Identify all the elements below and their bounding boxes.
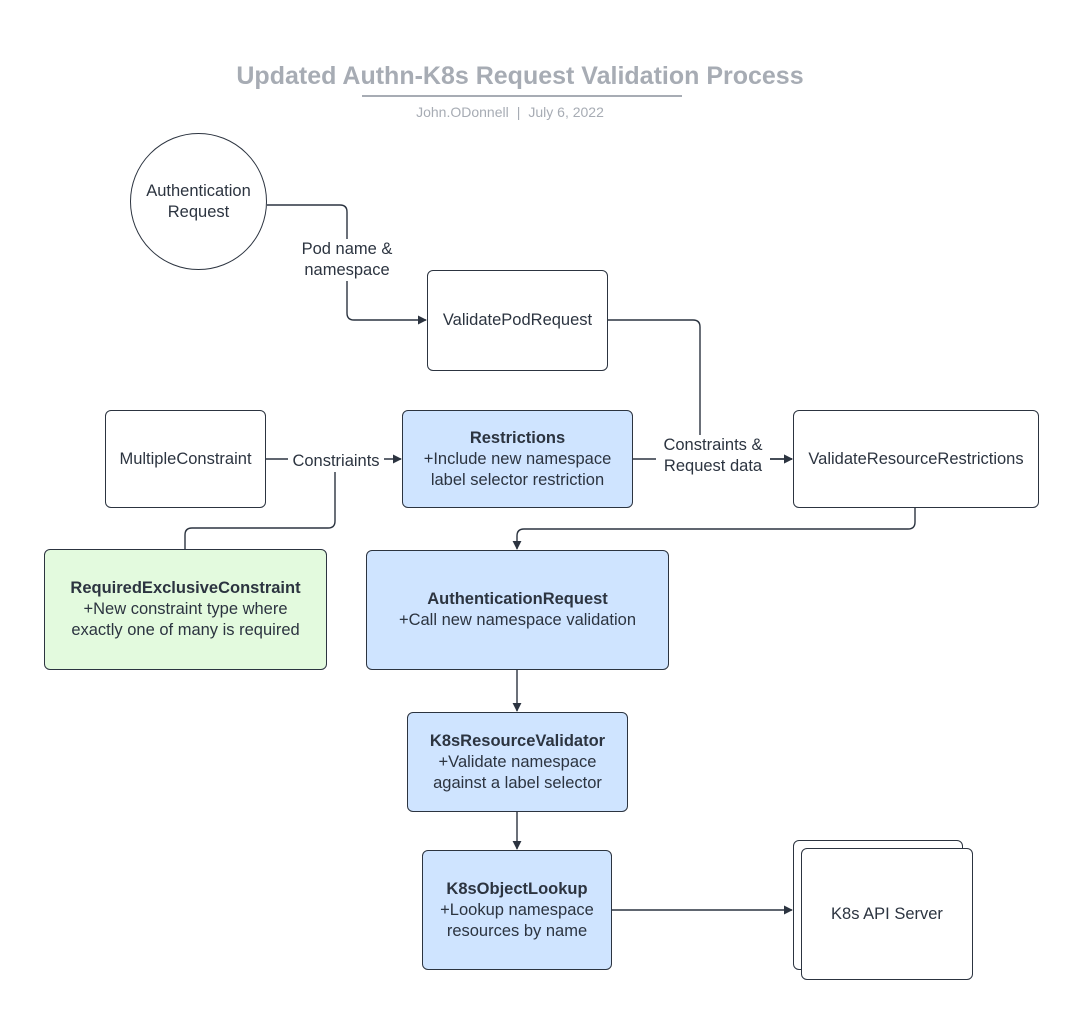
restrictions-node: Restrictions +Include new namespace labe…: [402, 410, 633, 508]
node-line1: +Lookup namespace: [440, 900, 594, 919]
node-line1: +New constraint type where: [83, 600, 288, 618]
edge-validatepod-to-restrictions: [607, 319, 793, 464]
required-exclusive-constraint-node: RequiredExclusiveConstraint +New constra…: [44, 549, 327, 670]
edge-label-pod-name: Pod name & namespace: [294, 239, 400, 281]
node-line2: exactly one of many is required: [71, 621, 300, 639]
node-line2: against a label selector: [433, 773, 602, 792]
subtitle-separator: |: [516, 104, 521, 120]
edge-label-line1: Pod name &: [301, 240, 393, 258]
author: John.ODonnell: [416, 104, 509, 120]
node-title: K8sObjectLookup: [446, 879, 588, 898]
node-label: ValidatePodRequest: [442, 311, 593, 329]
node-title: RequiredExclusiveConstraint: [70, 579, 301, 597]
authentication-request-class-node: AuthenticationRequest +Call new namespac…: [366, 550, 669, 670]
node-line1: +Call new namespace validation: [398, 611, 637, 629]
edge-label-constraints-request-data: Constraints & Request data: [656, 435, 770, 477]
multiple-constraint-node: MultipleConstraint: [105, 410, 266, 508]
k8s-object-lookup-node: K8sObjectLookup +Lookup namespace resour…: [422, 850, 612, 970]
k8s-api-server-node: K8s API Server: [801, 848, 973, 980]
diagram-title: Updated Authn-K8s Request Validation Pro…: [236, 62, 804, 90]
edge-validateresource-to-authrequest: [512, 508, 916, 550]
validate-pod-request-node: ValidatePodRequest: [427, 270, 608, 371]
node-line2: resources by name: [446, 921, 588, 940]
edge-label-line1: Constraints &: [663, 436, 763, 454]
validate-resource-restrictions-node: ValidateResourceRestrictions: [793, 410, 1039, 508]
node-title: Restrictions: [469, 428, 566, 447]
diagram-subtitle: John.ODonnell | July 6, 2022: [0, 104, 1020, 120]
node-line1: +Validate namespace: [438, 752, 597, 771]
k8s-resource-validator-node: K8sResourceValidator +Validate namespace…: [407, 712, 628, 812]
node-title: AuthenticationRequest: [427, 590, 608, 608]
edge-label-line2: Request data: [663, 457, 763, 475]
node-label: ValidateResourceRestrictions: [808, 449, 1024, 468]
node-label: K8s API Server: [831, 904, 943, 923]
edge-required-to-constraints: [184, 459, 336, 549]
start-node-line1: Authentication: [146, 181, 251, 200]
edge-label-line2: namespace: [304, 261, 390, 279]
node-label: MultipleConstraint: [119, 449, 252, 468]
node-title: K8sResourceValidator: [429, 731, 606, 750]
start-node-line2: Request: [167, 202, 230, 221]
node-line2: label selector restriction: [430, 470, 605, 489]
date: July 6, 2022: [528, 104, 604, 120]
node-line1: +Include new namespace: [423, 449, 612, 468]
edge-label-constraints: Constriaints: [288, 451, 384, 472]
title-underline: [362, 95, 682, 97]
authentication-request-start-node: Authentication Request: [130, 133, 267, 270]
